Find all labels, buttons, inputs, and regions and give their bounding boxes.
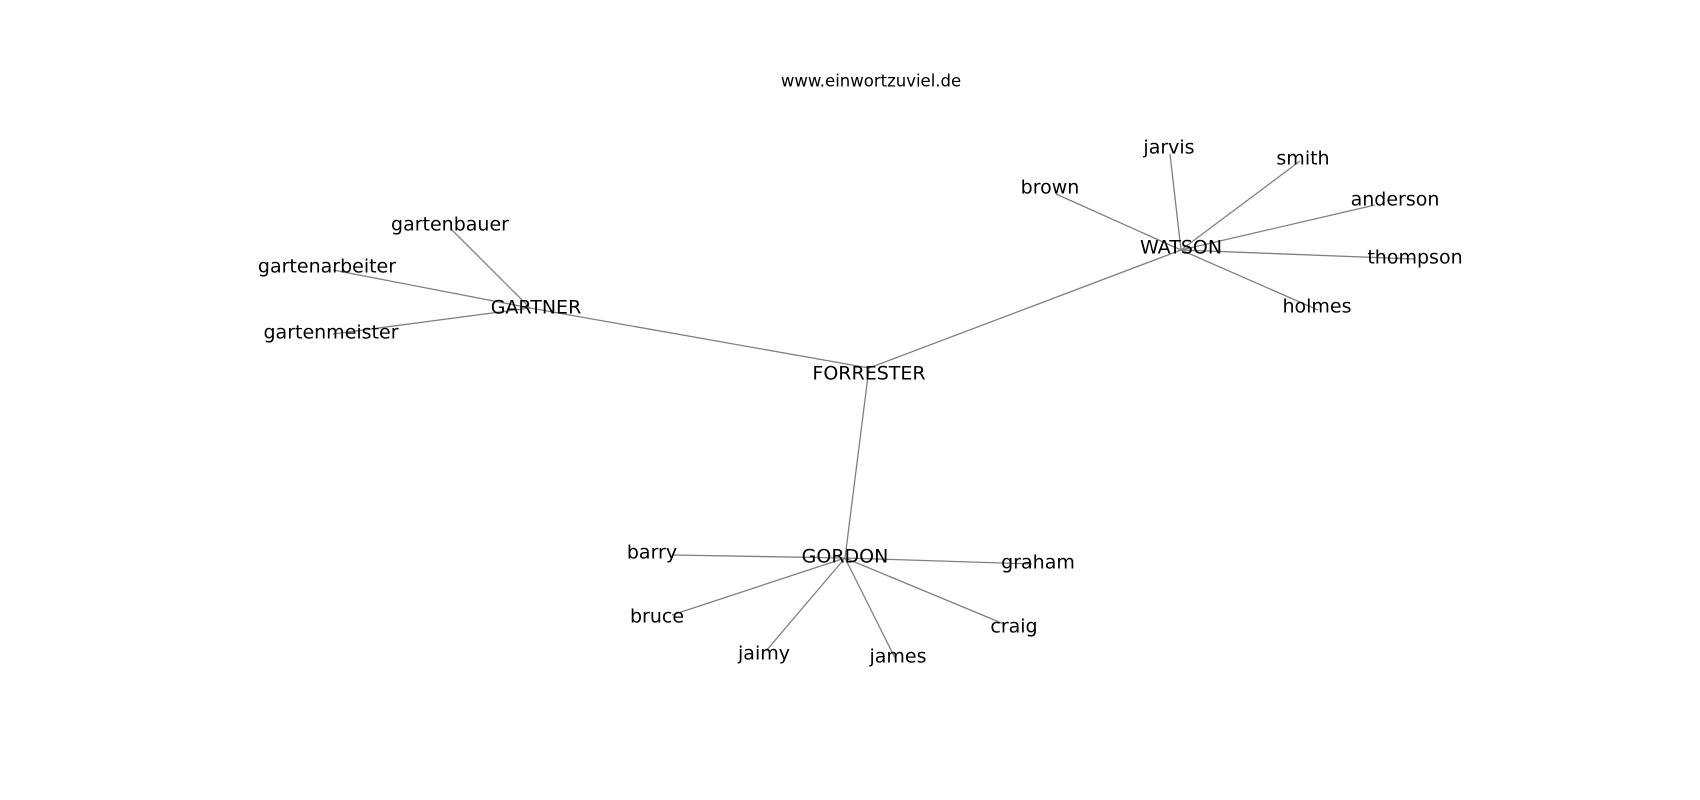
edge-watson-anderson — [1180, 204, 1376, 251]
node-anderson: anderson — [1351, 189, 1440, 211]
node-smith: smith — [1276, 148, 1329, 170]
edge-watson-brown — [1055, 193, 1182, 251]
edge-gordon-craig — [844, 557, 1005, 625]
edge-gordon-graham — [844, 557, 1033, 565]
edge-watson-thompson — [1180, 249, 1416, 260]
node-bruce: bruce — [630, 606, 684, 628]
node-jaimy: jaimy — [737, 643, 790, 665]
node-gartner: GARTNER — [491, 297, 582, 319]
node-jarvis: jarvis — [1142, 137, 1194, 159]
node-james: james — [868, 646, 926, 668]
node-forrester: FORRESTER — [812, 363, 925, 385]
edge-forrester-gordon — [844, 367, 870, 559]
node-gartenbauer: gartenbauer — [391, 214, 509, 236]
edge-gordon-bruce — [671, 557, 846, 616]
node-gordon: GORDON — [802, 546, 889, 568]
edge-forrester-watson — [868, 249, 1182, 369]
node-gartenarbeiter: gartenarbeiter — [258, 256, 396, 278]
edge-gartner-gartenarbeiter — [332, 269, 531, 309]
node-craig: craig — [990, 616, 1037, 638]
node-barry: barry — [627, 542, 677, 564]
edge-watson-jarvis — [1169, 153, 1182, 251]
edge-watson-holmes — [1180, 249, 1319, 311]
node-gartenmeister: gartenmeister — [263, 322, 398, 344]
edge-gartner-gartenmeister — [332, 307, 531, 335]
node-layer: FORRESTER GARTNER WATSON GORDON gartenba… — [258, 137, 1463, 668]
edge-gordon-james — [844, 557, 896, 659]
edge-forrester-gartner — [529, 307, 870, 369]
node-brown: brown — [1021, 177, 1080, 199]
edge-gartner-gartenbauer — [451, 229, 531, 309]
node-graham: graham — [1001, 552, 1075, 574]
edge-gordon-barry — [671, 554, 846, 559]
edge-watson-smith — [1180, 160, 1301, 251]
node-watson: WATSON — [1140, 237, 1222, 259]
node-thompson: thompson — [1367, 247, 1462, 269]
node-holmes: holmes — [1282, 296, 1351, 318]
site-title: www.einwortzuviel.de — [781, 72, 961, 91]
edge-gordon-jaimy — [765, 557, 846, 652]
edge-layer — [332, 153, 1416, 659]
